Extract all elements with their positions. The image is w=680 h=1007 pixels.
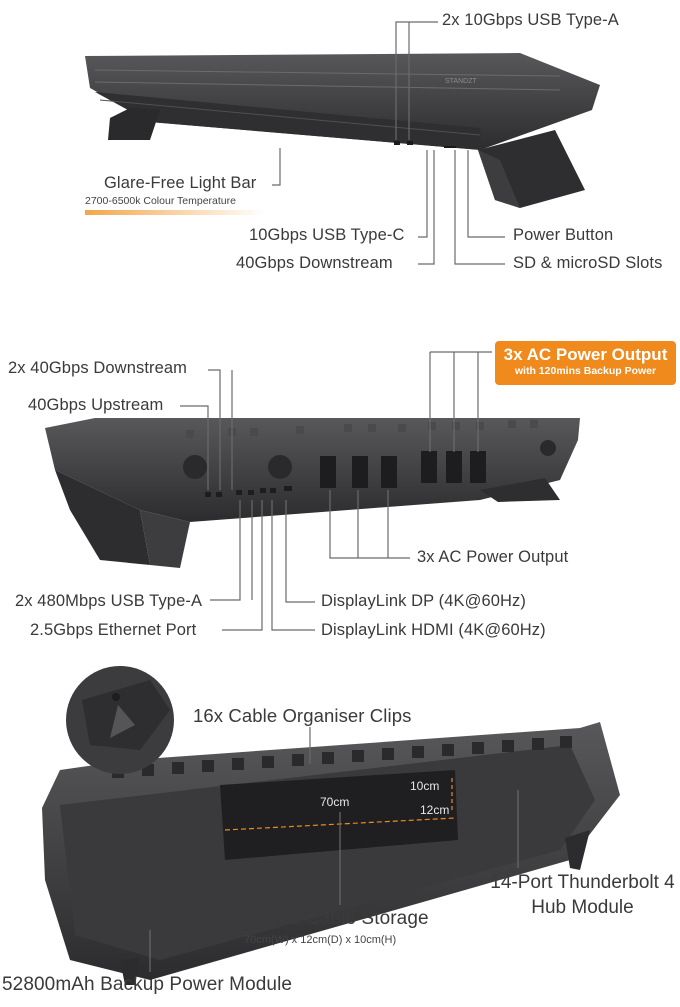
hub-module-label: 14-Port Thunderbolt 4 Hub Module <box>490 872 675 918</box>
upstream-label: 40Gbps Upstream <box>28 396 164 414</box>
light-bar-label: Glare-Free Light Bar <box>104 174 257 192</box>
psu-dims-label: 70cm(W) x 12cm(D) x 10cm(H) <box>244 934 397 946</box>
badge-title: 3x AC Power Output <box>503 345 668 364</box>
displaylink-dp-label: DisplayLink DP (4K@60Hz) <box>321 592 527 610</box>
downstream-label: 40Gbps Downstream <box>236 254 393 272</box>
bottom-leader-lines <box>149 727 519 972</box>
dim-10-label: 10cm <box>410 779 440 793</box>
usb-a-label: 2x 10Gbps USB Type-A <box>442 11 619 29</box>
backup-module-label: 52800mAh Backup Power Module <box>2 974 293 995</box>
dim-70-label: 70cm <box>320 795 350 809</box>
light-bar-sublabel: 2700-6500k Colour Temperature <box>85 195 236 207</box>
dim-12-label: 12cm <box>420 803 450 817</box>
psu-storage-label: PSU & Cable Storage <box>243 908 429 929</box>
middle-leader-lines <box>180 351 492 631</box>
clip-detail-inset <box>66 666 174 774</box>
downstream2-label: 2x 40Gbps Downstream <box>8 359 187 377</box>
brand-mark: STANDZT <box>445 78 477 85</box>
middle-device-image <box>45 418 580 568</box>
bottom-device-image <box>42 722 620 985</box>
ac-output-label: 3x AC Power Output <box>417 548 569 566</box>
ethernet-label: 2.5Gbps Ethernet Port <box>30 621 197 639</box>
sd-slots-label: SD & microSD Slots <box>513 254 663 272</box>
clips-label: 16x Cable Organiser Clips <box>193 705 412 726</box>
power-button-label: Power Button <box>513 226 614 244</box>
usb-480-label: 2x 480Mbps USB Type-A <box>15 592 203 610</box>
badge-subtitle: with 120mins Backup Power <box>514 365 657 377</box>
displaylink-hdmi-label: DisplayLink HDMI (4K@60Hz) <box>321 621 546 639</box>
top-device-image: STANDZT <box>85 53 600 208</box>
light-bar-gradient <box>85 210 265 215</box>
usb-c-label: 10Gbps USB Type-C <box>249 226 405 244</box>
ac-power-badge: 3x AC Power Output with 120mins Backup P… <box>495 341 676 385</box>
top-leader-lines <box>272 21 505 265</box>
